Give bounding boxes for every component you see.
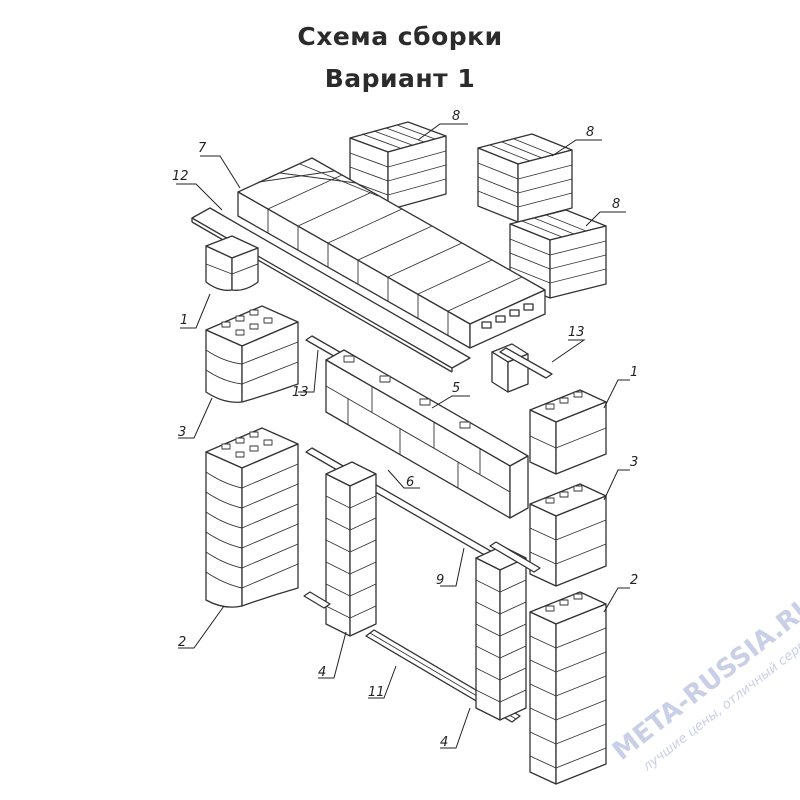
- callout-2-right: 2: [630, 573, 638, 588]
- callout-8-right-bottom: 8: [612, 197, 620, 212]
- diagram-title: Схема сборки: [297, 22, 503, 51]
- column-4-right: [475, 541, 541, 721]
- callout-labels: 8 8 8 7 12 1 13 13 5 1 3 3 6 9 2 2 4 11 …: [172, 109, 638, 750]
- callout-6: 6: [406, 475, 414, 490]
- block-2-left: [205, 427, 299, 608]
- block-1-left: [205, 235, 259, 291]
- callout-5: 5: [452, 381, 460, 396]
- lintel-row-7: [237, 157, 546, 349]
- callout-2-left: 2: [178, 635, 186, 650]
- callout-8-right-top: 8: [586, 125, 594, 140]
- wall-5-6: [325, 349, 529, 519]
- callout-13-right: 13: [568, 325, 585, 340]
- block-3-left: [205, 305, 299, 403]
- callout-7: 7: [198, 141, 207, 156]
- callout-1-left: 1: [180, 313, 188, 328]
- diagram-subtitle: Вариант 1: [324, 64, 476, 93]
- leader-lines: [176, 123, 630, 749]
- block-3-right: [529, 483, 607, 587]
- callout-11: 11: [368, 685, 385, 700]
- column-4-left: [303, 461, 377, 637]
- callout-12: 12: [172, 169, 189, 184]
- callout-4-left: 4: [318, 665, 326, 680]
- rod-13-right: [499, 347, 553, 379]
- callout-8-left: 8: [452, 109, 460, 124]
- callout-3-left: 3: [178, 425, 186, 440]
- callout-13-left: 13: [292, 385, 309, 400]
- watermark: META-RUSSIA.RU лучшие цены, отличный сер…: [607, 590, 800, 775]
- callout-4-right: 4: [440, 735, 448, 750]
- callout-9: 9: [436, 573, 444, 588]
- block-2-right: [529, 591, 607, 785]
- callout-1-right: 1: [630, 365, 638, 380]
- block-group-8-left: [349, 121, 447, 211]
- block-group-8-right-top: [477, 133, 573, 223]
- block-1-right: [529, 389, 607, 475]
- callout-3-right: 3: [630, 455, 638, 470]
